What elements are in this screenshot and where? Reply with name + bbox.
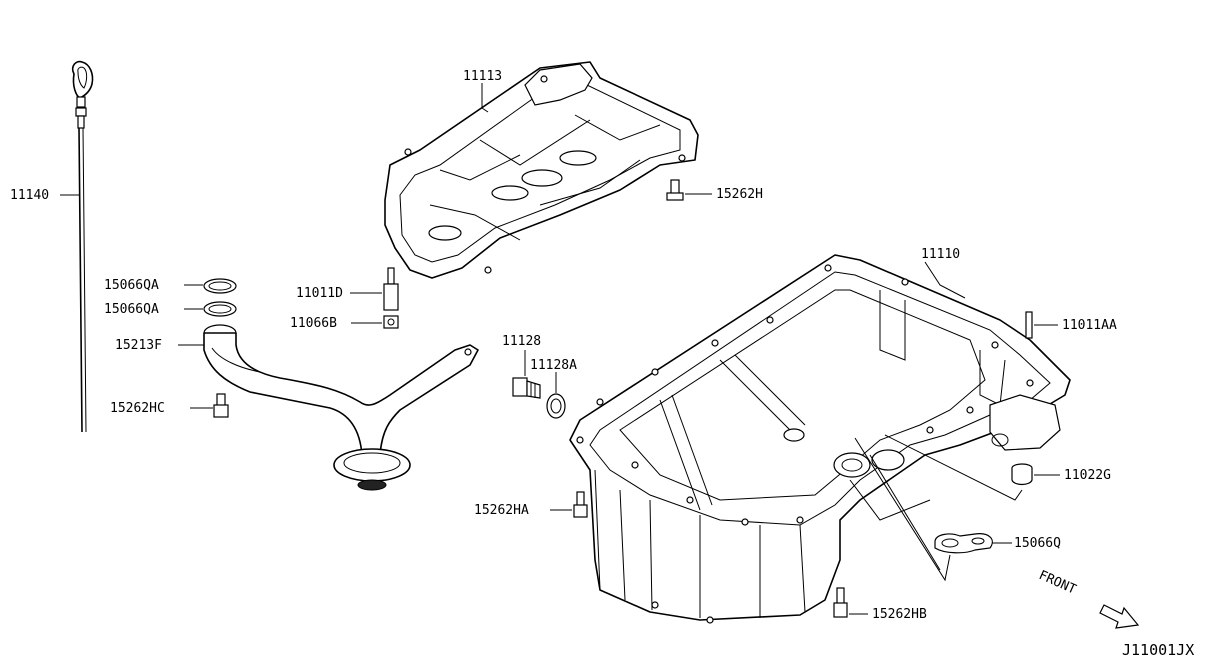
- nut-11066B: [383, 315, 399, 329]
- front-arrow-icon: [1099, 604, 1140, 629]
- leader-11113: [481, 83, 489, 113]
- washer-11128A: [546, 393, 566, 419]
- label-15262HC: 15262HC: [110, 401, 165, 416]
- connector-15066Q-a: [854, 437, 951, 582]
- baffle-plate-part: [384, 61, 699, 279]
- label-11022G: 11022G: [1064, 468, 1111, 483]
- bolt-15262HB: [833, 587, 848, 618]
- drain-plug-11128: [512, 377, 541, 399]
- o-ring-15066QA-lower: [203, 301, 237, 317]
- dowel-11011AA: [1025, 311, 1033, 339]
- label-11128: 11128: [502, 334, 541, 349]
- bolt-15262HC: [213, 393, 229, 418]
- oil-pan-part: [569, 254, 1071, 624]
- label-15213F: 15213F: [115, 338, 162, 353]
- stud-11011D: [383, 267, 399, 311]
- cap-11022G: [1011, 463, 1033, 486]
- label-15262HA: 15262HA: [474, 503, 529, 518]
- leader-11110: [924, 261, 966, 299]
- connector-11022G: [884, 434, 1023, 501]
- bolt-15262HA: [573, 491, 588, 518]
- drawing-code: J11001JX: [1122, 641, 1194, 659]
- label-11011AA: 11011AA: [1062, 318, 1117, 333]
- label-11113: 11113: [463, 69, 502, 84]
- gasket-15066Q: [934, 533, 993, 554]
- o-ring-15066QA-upper: [203, 278, 237, 294]
- oil-strainer-part: [203, 324, 479, 491]
- label-15262HB: 15262HB: [872, 607, 927, 622]
- label-11066B: 11066B: [290, 316, 337, 331]
- bolt-15262H: [666, 179, 684, 201]
- label-11011D: 11011D: [296, 286, 343, 301]
- label-11140: 11140: [10, 188, 49, 203]
- dipstick-part: [71, 60, 94, 433]
- connector-15066Q-b: [869, 454, 941, 571]
- label-15262H: 15262H: [716, 187, 763, 202]
- label-15066Q: 15066Q: [1014, 536, 1061, 551]
- label-11128A: 11128A: [530, 358, 577, 373]
- front-label: FRONT: [1036, 568, 1078, 598]
- label-15066QA-upper: 15066QA: [104, 278, 159, 293]
- label-11110: 11110: [921, 247, 960, 262]
- label-15066QA-lower: 15066QA: [104, 302, 159, 317]
